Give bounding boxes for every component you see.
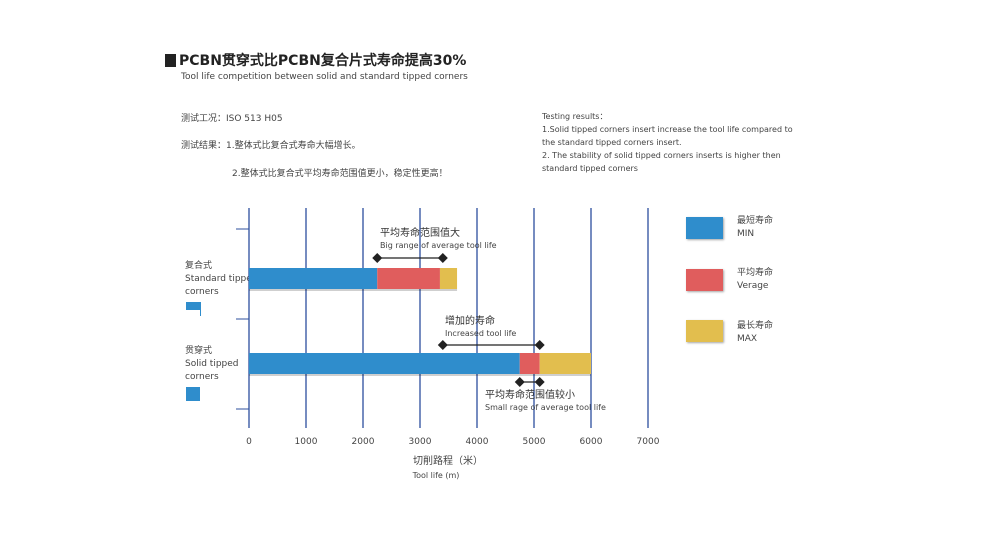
annotation-text-en-1: Increased tool life — [445, 329, 516, 338]
legend-label-max: 最长寿命 MAX — [737, 320, 773, 346]
test-results-en-line-1: 1.Solid tipped corners insert increase t… — [542, 125, 793, 134]
category-label-solid-cn: 贯穿式 — [185, 346, 213, 356]
x-tick-label-5000: 5000 — [523, 437, 546, 447]
bar-1-1 — [519, 353, 540, 374]
annotation-text-1: 增加的寿命 — [445, 314, 495, 327]
category-swatch-standard-tick — [200, 302, 201, 316]
category-swatch-standard — [186, 302, 200, 310]
legend-swatch-min — [686, 217, 723, 239]
category-label-standard-en-2: corners — [185, 287, 219, 297]
category-swatch-solid — [186, 387, 200, 401]
x-tick-label-0: 0 — [246, 437, 252, 447]
test-result-cn-1: 测试结果：1.整体式比复合式寿命大幅增长。 — [181, 141, 361, 151]
legend-swatch-avg — [686, 269, 723, 291]
test-results-en-line-2: the standard tipped corners insert. — [542, 138, 682, 147]
annotation-diamond-1-0 — [437, 340, 448, 350]
category-label-solid-en-2: corners — [185, 372, 219, 382]
annotation-text-en-0: Big range of average tool life — [380, 241, 497, 250]
legend-label-avg-cn: 平均寿命 — [737, 268, 774, 278]
x-axis-label: 切削路程（米） — [413, 454, 483, 467]
x-tick-label-2000: 2000 — [352, 437, 375, 447]
test-results-en-line-3: 2. The stability of solid tipped corners… — [542, 151, 781, 160]
x-tick-label-6000: 6000 — [580, 437, 603, 447]
bar-1-2 — [539, 353, 591, 374]
chart-subtitle: Tool life competition between solid and … — [181, 72, 468, 82]
annotation-diamond-2-0 — [514, 377, 525, 387]
annotation-text-0: 平均寿命范围值大 — [380, 226, 460, 239]
category-label-standard: 复合式 Standard tipped corners — [185, 260, 258, 299]
chart-title: PCBN贯穿式比PCBN复合片式寿命提高30% — [165, 50, 466, 70]
annotation-diamond-0-0 — [372, 253, 383, 263]
legend-label-max-cn: 最长寿命 — [737, 321, 774, 331]
x-tick-label-4000: 4000 — [466, 437, 489, 447]
annotation-diamond-2-1 — [534, 377, 545, 387]
category-label-standard-en-1: Standard tipped — [185, 274, 258, 284]
category-label-standard-cn: 复合式 — [185, 261, 213, 271]
test-results-en-line-4: standard tipped corners — [542, 164, 638, 173]
legend-label-min-cn: 最短寿命 — [737, 216, 774, 226]
bar-0-0 — [249, 268, 378, 289]
legend-label-avg-en: Verage — [737, 281, 769, 291]
category-label-solid-en-1: Solid tipped — [185, 359, 239, 369]
annotation-text-2: 平均寿命范围值较小 — [485, 388, 575, 401]
x-tick-label-1000: 1000 — [295, 437, 318, 447]
category-label-solid: 贯穿式 Solid tipped corners — [185, 345, 239, 384]
x-axis-label-en: Tool life (m) — [412, 471, 460, 480]
legend-label-max-en: MAX — [737, 334, 758, 344]
test-results-en-heading: Testing results： — [542, 112, 608, 121]
x-tick-label-3000: 3000 — [409, 437, 432, 447]
x-tick-label-7000: 7000 — [637, 437, 660, 447]
annotation-text-en-2: Small rage of average tool life — [485, 403, 606, 412]
legend-label-min-en: MIN — [737, 229, 755, 239]
chart-title-text: PCBN贯穿式比PCBN复合片式寿命提高30% — [179, 53, 467, 69]
bar-0-1 — [377, 268, 440, 289]
annotation-diamond-0-1 — [437, 253, 448, 263]
test-condition-cn: 测试工况：ISO 513 H05 — [181, 114, 283, 124]
annotation-diamond-1-1 — [534, 340, 545, 350]
bar-1-0 — [249, 353, 520, 374]
bar-0-2 — [439, 268, 458, 289]
legend-label-min: 最短寿命 MIN — [737, 215, 773, 241]
legend-swatch-max — [686, 320, 723, 342]
title-square-icon — [165, 53, 176, 67]
test-result-cn-2: 2.整体式比复合式平均寿命范围值更小，稳定性更高！ — [232, 169, 448, 179]
legend-label-avg: 平均寿命 Verage — [737, 267, 773, 293]
